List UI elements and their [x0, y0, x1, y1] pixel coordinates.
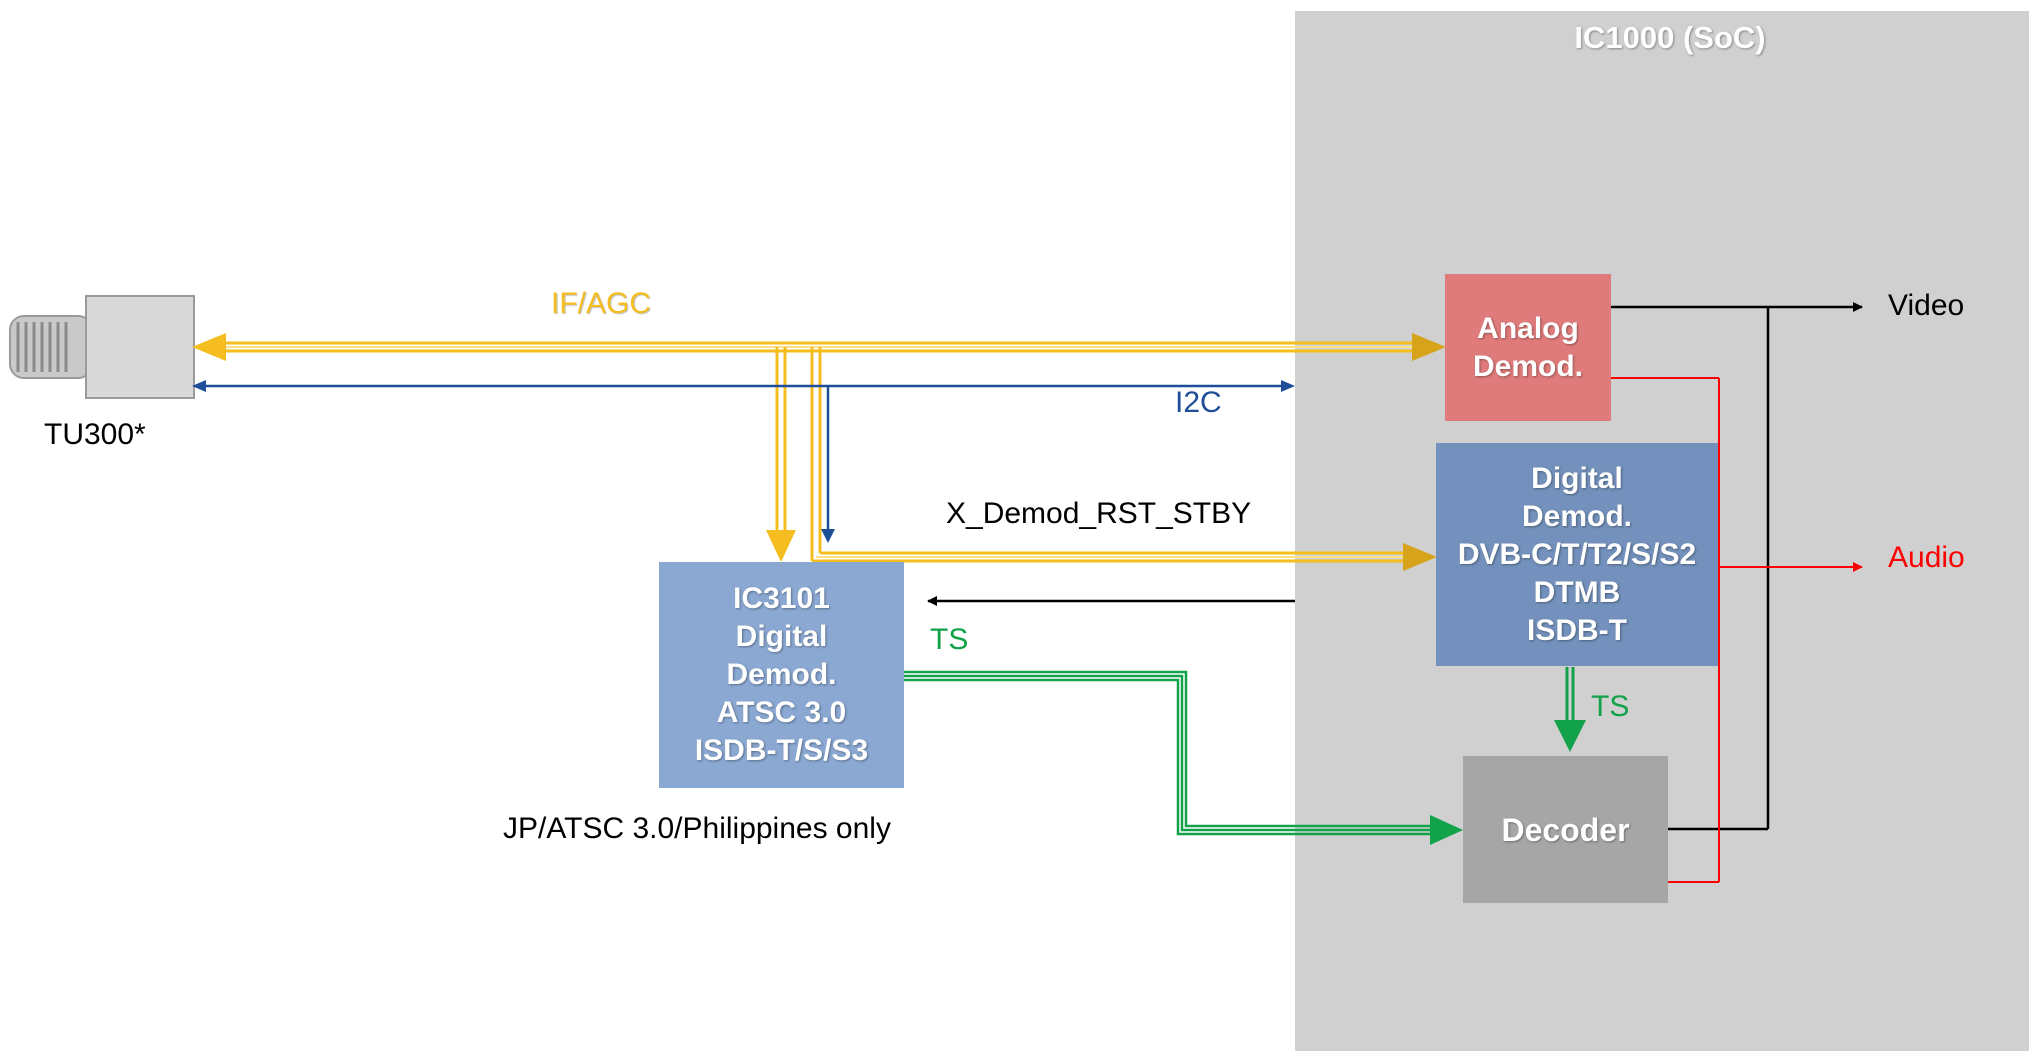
ic3101-line: ATSC 3.0 [716, 696, 847, 729]
soc-title: IC1000 (SoC) [1574, 20, 1766, 55]
analog-demod-line: Demod. [1472, 349, 1583, 383]
video-output-label: Video [1888, 289, 1965, 322]
decoder-line: Decoder [1501, 811, 1630, 848]
ic3101-region-note: JP/ATSC 3.0/Philippines only [503, 812, 891, 845]
ts-path-soc [1554, 667, 1586, 752]
digital-demod-line: Digital [1531, 461, 1623, 495]
ts-label-ic3101: TS [930, 623, 969, 656]
i2c-bus [192, 380, 1295, 543]
digital-demod-line: Demod. [1521, 499, 1632, 533]
analog-demod-line: Analog [1477, 311, 1579, 345]
tuner-connector-icon [9, 295, 195, 399]
if-agc-label: IF/AGC [551, 287, 652, 320]
ic3101-line: IC3101 [733, 582, 830, 615]
audio-output-label: Audio [1888, 541, 1965, 574]
analog-demod-block: Analog Demod. [1445, 274, 1611, 421]
ts-label-soc: TS [1591, 690, 1630, 723]
ic3101-line: Demod. [726, 658, 837, 691]
digital-demod-line: DTMB [1533, 575, 1621, 609]
tuner-label: TU300* [44, 418, 146, 451]
decoder-block: Decoder [1463, 756, 1668, 903]
digital-demod-line: ISDB-T [1527, 613, 1627, 647]
digital-demod-block: Digital Demod. DVB-C/T/T2/S/S2 DTMB ISDB… [1436, 443, 1718, 666]
ic3101-block: IC3101 Digital Demod. ATSC 3.0 ISDB-T/S/… [659, 562, 904, 788]
audio-lines [1611, 377, 1863, 883]
digital-demod-line: DVB-C/T/T2/S/S2 [1457, 537, 1697, 571]
ts-path-ic3101 [904, 670, 1463, 845]
if-agc-bus [192, 333, 1446, 571]
ic3101-line: ISDB-T/S/S3 [694, 734, 869, 767]
i2c-label: I2C [1175, 386, 1222, 419]
reset-label: X_Demod_RST_STBY [946, 497, 1252, 530]
ic3101-line: Digital [735, 620, 828, 653]
